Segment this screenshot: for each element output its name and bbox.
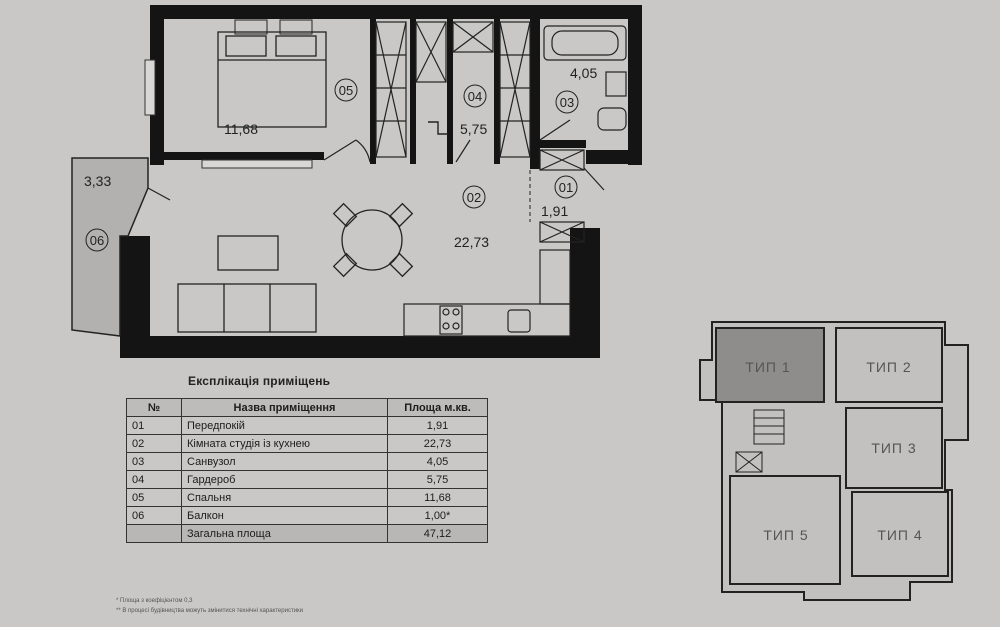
row-area: 5,75 [387, 470, 488, 489]
row-area: 11,68 [387, 488, 488, 507]
room-number: 02 [467, 190, 481, 205]
room-04: 04 5,75 [428, 84, 487, 137]
room-02: 02 22,73 [454, 185, 489, 250]
row-num: 04 [126, 470, 182, 489]
stairs [753, 409, 785, 445]
table-header: № Назва приміщення Площа м.кв. [126, 398, 488, 417]
unit-type1 [715, 327, 825, 403]
table-title: Експлікація приміщень [188, 374, 331, 388]
room-area: 22,73 [454, 234, 489, 250]
total-label: Загальна площа [181, 524, 388, 543]
doors [147, 119, 605, 201]
unit-type5 [729, 475, 841, 585]
kitchen [403, 249, 571, 337]
room-number: 06 [90, 233, 104, 248]
wardrobe-shelves [375, 21, 531, 158]
nightstand [234, 19, 268, 35]
row-name: Кімната студія із кухнею [181, 434, 388, 453]
unit-label: ТИП 5 [763, 527, 808, 543]
row-name: Санвузол [181, 452, 388, 471]
row-num: 06 [126, 506, 182, 525]
room-number: 03 [560, 95, 574, 110]
room-06: 06 3,33 [84, 173, 111, 252]
room-number: 05 [339, 83, 353, 98]
key-plan: ТИП 1 ТИП 2 ТИП 3 ТИП 4 ТИП 5 [699, 321, 969, 601]
footnote-1: * Площа з коефіцієнтом 0,3 [116, 598, 193, 604]
table-row: 02 Кімната студія із кухнею 22,73 [126, 434, 488, 453]
unit-label: ТИП 2 [866, 359, 911, 375]
unit-label: ТИП 4 [877, 527, 922, 543]
total-area: 47,12 [387, 524, 488, 543]
table-row: 01 Передпокій 1,91 [126, 416, 488, 435]
unit-type4 [851, 491, 949, 577]
row-area: 22,73 [387, 434, 488, 453]
table-row: 06 Балкон 1,00* [126, 506, 488, 525]
row-name: Спальня [181, 488, 388, 507]
footnote-2: ** В процесі будівництва можуть змінитис… [116, 608, 304, 614]
room-number: 04 [468, 89, 482, 104]
row-num: 05 [126, 488, 182, 507]
header-num: № [126, 398, 182, 417]
unit-type3 [845, 407, 943, 489]
sofa [177, 283, 317, 333]
coffee-table [217, 235, 279, 271]
row-num: 03 [126, 452, 182, 471]
window [201, 159, 313, 169]
row-area: 1,91 [387, 416, 488, 435]
unit-label: ТИП 3 [871, 440, 916, 456]
bathroom-fixtures [539, 25, 627, 243]
table-row: 04 Гардероб 5,75 [126, 470, 488, 489]
row-num: 01 [126, 416, 182, 435]
dining-table [332, 202, 414, 278]
table-total-row: Загальна площа 47,12 [126, 524, 488, 543]
room-03: 03 4,05 [555, 65, 597, 114]
row-name: Балкон [181, 506, 388, 525]
unit-label: ТИП 1 [745, 359, 790, 375]
window [144, 59, 156, 116]
row-name: Гардероб [181, 470, 388, 489]
room-area: 4,05 [570, 65, 597, 81]
bed [217, 31, 327, 128]
header-area: Площа м.кв. [387, 398, 488, 417]
walls [120, 5, 642, 358]
room-area: 1,91 [541, 203, 568, 219]
room-01: 01 1,91 [541, 175, 578, 219]
unit-type2 [835, 327, 943, 403]
balcony [71, 157, 149, 337]
room-area: 5,75 [460, 121, 487, 137]
elevator [735, 451, 763, 473]
table-row: 05 Спальня 11,68 [126, 488, 488, 507]
table-row: 03 Санвузол 4,05 [126, 452, 488, 471]
room-area: 11,68 [224, 121, 258, 137]
row-area: 1,00* [387, 506, 488, 525]
row-name: Передпокій [181, 416, 388, 435]
room-number: 01 [559, 180, 573, 195]
room-05: 05 11,68 [224, 78, 358, 137]
row-num: 02 [126, 434, 182, 453]
row-area: 4,05 [387, 452, 488, 471]
room-area: 3,33 [84, 173, 111, 189]
header-name: Назва приміщення [181, 398, 388, 417]
nightstand [279, 19, 313, 35]
explication-table: № Назва приміщення Площа м.кв. 01 Передп… [126, 398, 488, 543]
